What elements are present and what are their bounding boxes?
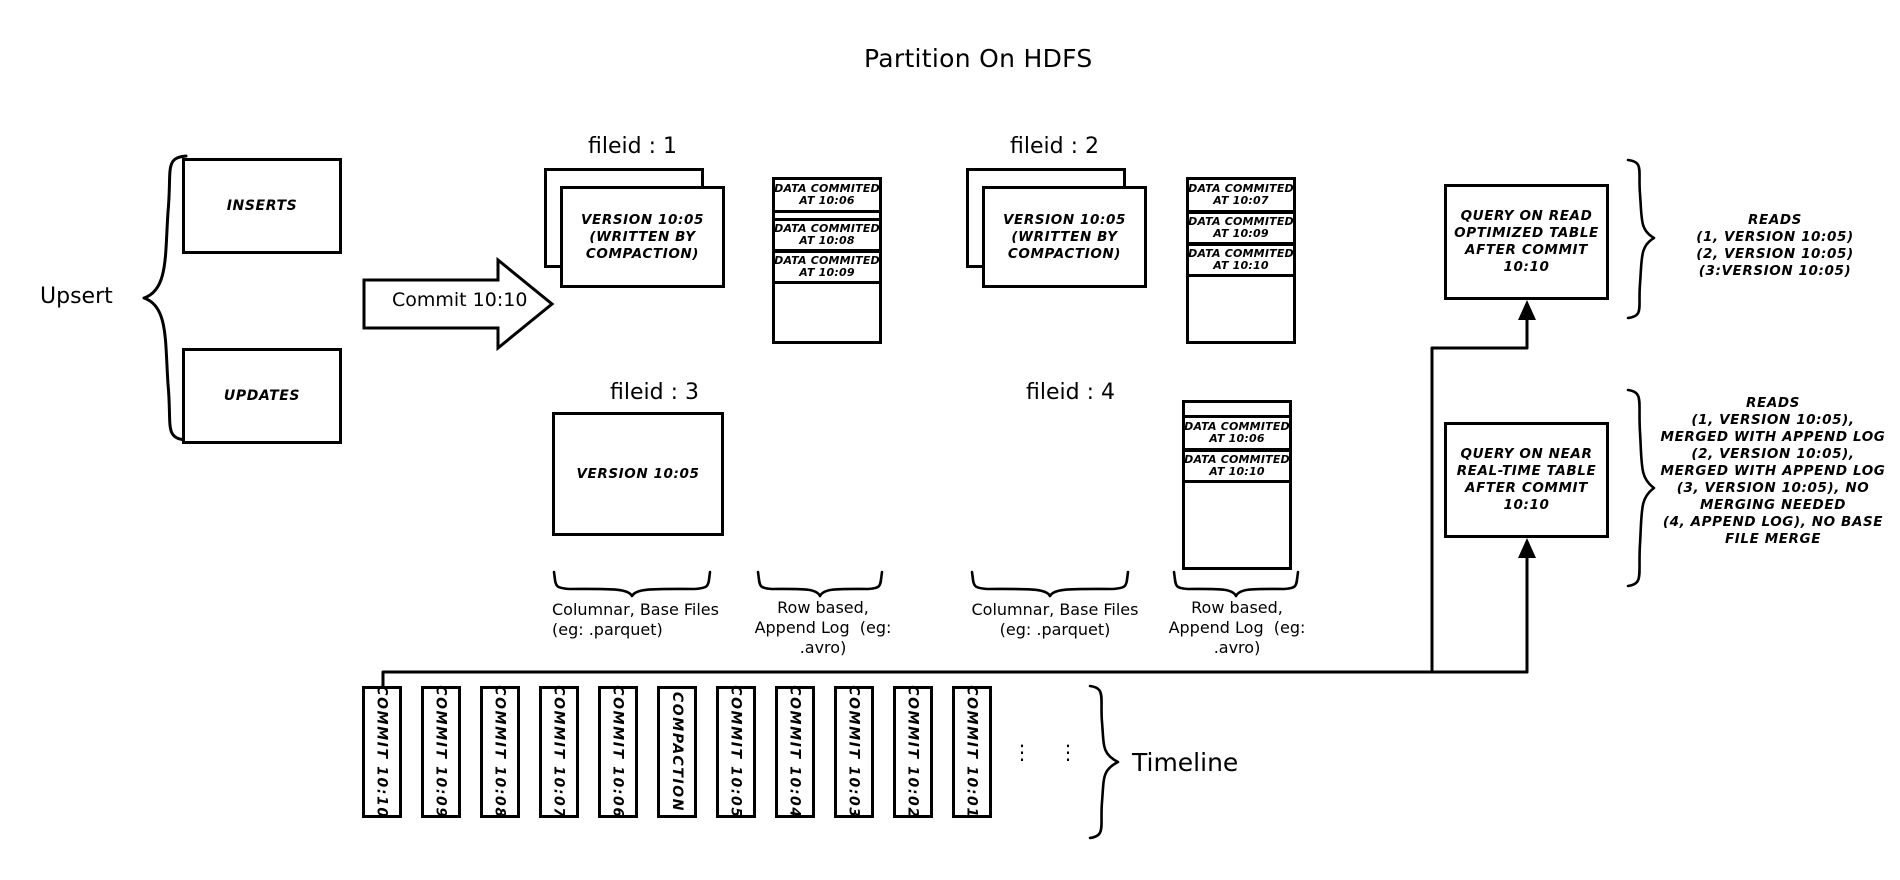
fileid-3-header: fileid : 3 — [610, 380, 699, 405]
commit-arrow-shape — [362, 256, 555, 352]
timeline-chip-label: COMMIT 10:02 — [905, 685, 921, 819]
reads-2-line-4: MERGED WITH APPEND LOG — [1660, 463, 1886, 479]
upsert-label: Upsert — [40, 284, 113, 309]
timeline-chip-10[interactable]: COMMIT 10:02 — [893, 685, 933, 819]
reads-2-line-1: (1, VERSION 10:05), — [1691, 412, 1855, 428]
fileid-1-base-file-text: VERSION 10:05 (WRITTEN BY COMPACTION) — [580, 211, 705, 262]
fileid-2-log-entry-3: DATA COMMITED AT 10:10 — [1186, 243, 1296, 277]
query-near-real-time-text: QUERY ON NEAR REAL-TIME TABLE AFTER COMM… — [1456, 446, 1597, 513]
timeline-chip-label: COMMIT 10:07 — [551, 685, 567, 819]
reads-brace-2 — [1626, 388, 1656, 588]
reads-1-group: READS (1, VERSION 10:05) (2, VERSION 10:… — [1655, 212, 1895, 280]
timeline-chip-label: COMMIT 10:10 — [374, 685, 390, 819]
timeline-chip-11[interactable]: COMMIT 10:01 — [952, 685, 992, 819]
fileid-1-log-entry-1: DATA COMMITED AT 10:06 — [772, 177, 882, 213]
timeline-chip-5[interactable]: COMMIT 10:06 — [598, 685, 638, 819]
fileid-1-header: fileid : 1 — [588, 134, 677, 159]
updates-box: UPDATES — [182, 348, 342, 444]
fileid-1-log-entry-2: DATA COMMITED AT 10:08 — [772, 218, 882, 252]
inserts-box: INSERTS — [182, 158, 342, 254]
fileid-2-append-log: DATA COMMITED AT 10:07 DATA COMMITED AT … — [1186, 177, 1296, 344]
timeline-label: Timeline — [1132, 748, 1239, 777]
reads-2-line-6: MERGING NEEDED — [1699, 497, 1846, 513]
fileid-3-base-file-text: VERSION 10:05 — [576, 465, 700, 482]
rowlog-right-brace — [1172, 570, 1300, 598]
columnar-left-caption: Columnar, Base Files (eg: .parquet) — [552, 600, 719, 639]
page-title: Partition On HDFS — [864, 44, 1093, 73]
arrowhead-to-near-real-time — [1518, 538, 1536, 558]
inserts-label: INSERTS — [226, 198, 298, 214]
query-near-real-time-box[interactable]: QUERY ON NEAR REAL-TIME TABLE AFTER COMM… — [1444, 422, 1609, 538]
commit-arrow-label: Commit 10:10 — [392, 289, 528, 311]
fileid-4-header: fileid : 4 — [1026, 380, 1115, 405]
timeline-ellipsis-1: ⋮ — [1012, 740, 1032, 764]
columnar-right-brace — [970, 570, 1130, 598]
timeline-chip-label: COMPACTION — [669, 691, 686, 813]
timeline-chip-4[interactable]: COMMIT 10:07 — [539, 685, 579, 819]
reads-1-line-1: (1, VERSION 10:05) — [1696, 229, 1854, 245]
fileid-1-append-log: DATA COMMITED AT 10:06 DATA COMMITED AT … — [772, 177, 882, 344]
fileid-2-base-file-text: VERSION 10:05 (WRITTEN BY COMPACTION) — [1002, 211, 1127, 262]
rowlog-left-caption: Row based, Append Log (eg: .avro) — [754, 598, 892, 657]
reads-2-title: READS — [1746, 395, 1800, 411]
timeline-chip-8[interactable]: COMMIT 10:04 — [775, 685, 815, 819]
timeline-brace — [1088, 684, 1120, 840]
reads-2-line-7: (4, APPEND LOG), NO BASE — [1662, 514, 1884, 530]
query-read-optimized-box[interactable]: QUERY ON READ OPTIMIZED TABLE AFTER COMM… — [1444, 184, 1609, 300]
timeline-ellipsis-2: ⋮ — [1058, 740, 1078, 764]
timeline-chip-2[interactable]: COMMIT 10:09 — [421, 685, 461, 819]
fileid-4-append-log: DATA COMMITED AT 10:06 DATA COMMITED AT … — [1182, 400, 1292, 570]
fileid-4-log-entry-2: DATA COMMITED AT 10:10 — [1182, 449, 1292, 483]
query-read-optimized-text: QUERY ON READ OPTIMIZED TABLE AFTER COMM… — [1454, 208, 1599, 275]
reads-2-line-8: FILE MERGE — [1724, 531, 1822, 547]
reads-1-title: READS — [1748, 212, 1802, 228]
reads-2-group: READS (1, VERSION 10:05), MERGED WITH AP… — [1648, 395, 1898, 548]
fileid-3-base-file: VERSION 10:05 — [552, 412, 724, 536]
reads-1-line-3: (3:VERSION 10:05) — [1698, 263, 1852, 279]
timeline-chip-label: COMMIT 10:05 — [728, 685, 744, 819]
updates-label: UPDATES — [223, 388, 301, 404]
reads-2-line-2: MERGED WITH APPEND LOG — [1660, 429, 1886, 445]
upsert-brace — [142, 154, 188, 442]
fileid-2-log-entry-2: DATA COMMITED AT 10:09 — [1186, 211, 1296, 245]
rowlog-left-brace — [756, 570, 884, 598]
timeline-chip-7[interactable]: COMMIT 10:05 — [716, 685, 756, 819]
reads-brace-1 — [1626, 158, 1656, 320]
timeline-chip-label: COMMIT 10:09 — [433, 685, 449, 819]
fileid-1-base-file-front: VERSION 10:05 (WRITTEN BY COMPACTION) — [560, 186, 725, 288]
arrowhead-to-read-optimized — [1518, 300, 1536, 320]
timeline-chip-6[interactable]: COMPACTION — [657, 686, 697, 818]
reads-1-line-2: (2, VERSION 10:05) — [1696, 246, 1854, 262]
timeline-chip-9[interactable]: COMMIT 10:03 — [834, 685, 874, 819]
timeline-chip-label: COMMIT 10:08 — [492, 685, 508, 819]
timeline-chip-label: COMMIT 10:01 — [964, 685, 980, 819]
timeline-chip-label: COMMIT 10:04 — [787, 685, 803, 819]
reads-2-line-5: (3, VERSION 10:05), NO — [1676, 480, 1870, 496]
fileid-2-header: fileid : 2 — [1010, 134, 1099, 159]
timeline-chip-label: COMMIT 10:03 — [846, 685, 862, 819]
timeline-chip-1[interactable]: COMMIT 10:10 — [362, 685, 402, 819]
columnar-right-caption: Columnar, Base Files (eg: .parquet) — [971, 600, 1139, 639]
timeline-chip-3[interactable]: COMMIT 10:08 — [480, 685, 520, 819]
fileid-2-base-file-front: VERSION 10:05 (WRITTEN BY COMPACTION) — [982, 186, 1147, 288]
reads-2-line-3: (2, VERSION 10:05), — [1691, 446, 1855, 462]
columnar-left-brace — [552, 570, 712, 598]
rowlog-right-caption: Row based, Append Log (eg: .avro) — [1168, 598, 1306, 657]
fileid-1-log-entry-3: DATA COMMITED AT 10:09 — [772, 250, 882, 284]
timeline-chip-label: COMMIT 10:06 — [610, 685, 626, 819]
